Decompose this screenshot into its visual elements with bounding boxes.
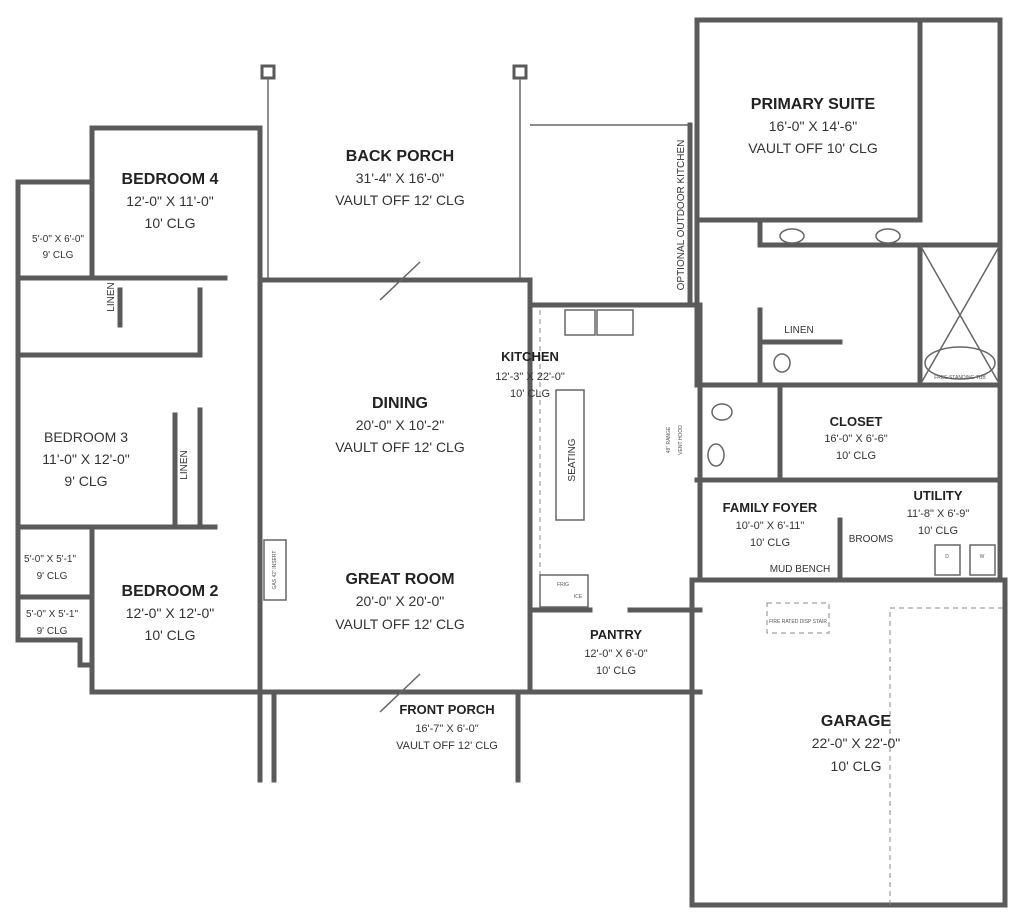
closet-ceiling: 10' CLG (836, 450, 876, 462)
washer-label: W (980, 554, 985, 560)
front-porch-size: 16'-7" X 6'-0" (415, 723, 478, 735)
bed2-closet-ceiling: 9' CLG (37, 626, 68, 637)
bedroom4-ceiling: 10' CLG (145, 215, 196, 231)
dryer-label: D (945, 554, 949, 560)
bedroom4-size: 12'-0" X 11'-0" (126, 193, 213, 209)
great-room-name: GREAT ROOM (345, 571, 454, 588)
tub-label: FREE STANDING TUB (934, 375, 986, 381)
bed3-closet-size: 5'-0" X 5'-1" (24, 554, 77, 565)
bedroom4-name: BEDROOM 4 (122, 171, 219, 188)
fireplace-label: GAS 42" INSERT (272, 551, 278, 590)
primary-suite-size: 16'-0" X 14'-6" (769, 118, 857, 134)
great-room-size: 20'-0" X 20'-0" (356, 593, 444, 609)
back-porch-size: 31'-4" X 16'-0" (356, 170, 444, 186)
primary-suite-name: PRIMARY SUITE (751, 96, 876, 113)
back-porch-ceiling: VAULT OFF 12' CLG (335, 192, 465, 208)
range-label: 48" RANGE (666, 426, 672, 453)
great-room-ceiling: VAULT OFF 12' CLG (335, 616, 465, 632)
utility-ceiling: 10' CLG (918, 525, 958, 537)
hall-linen: LINEN (179, 450, 190, 479)
mud-bench-label: MUD BENCH (770, 564, 831, 575)
bedroom2-name: BEDROOM 2 (122, 583, 219, 600)
primary-suite-ceiling: VAULT OFF 10' CLG (748, 140, 878, 156)
walls (15, 17, 1008, 908)
garage-ceiling: 10' CLG (831, 758, 882, 774)
utility-size: 11'-8" X 6'-9" (907, 508, 970, 520)
stair-label: FIRE RATED DISP STAIR (769, 619, 827, 625)
hall-bath-linen: LINEN (106, 282, 117, 311)
front-porch-ceiling: VAULT OFF 12' CLG (396, 740, 498, 752)
bedroom3-size: 11'-0" X 12'-0" (42, 451, 129, 467)
pantry-ceiling: 10' CLG (596, 665, 636, 677)
garage-name: GARAGE (821, 713, 892, 730)
closet-size: 16'-0" X 6'-6" (824, 433, 887, 445)
bed3-closet-ceiling: 9' CLG (37, 571, 68, 582)
bedroom2-ceiling: 10' CLG (145, 627, 196, 643)
seating-label: SEATING (567, 438, 578, 481)
garage-size: 22'-0" X 22'-0" (812, 735, 900, 751)
ice-label: ICE (574, 594, 583, 600)
brooms-label: BROOMS (849, 534, 894, 545)
bedroom3-ceiling: 9' CLG (64, 473, 107, 489)
family-foyer-size: 10'-0" X 6'-11" (736, 520, 805, 532)
closet-name: CLOSET (830, 414, 883, 429)
primary-linen: LINEN (784, 325, 813, 336)
bedroom3-name: BEDROOM 3 (44, 429, 128, 445)
kitchen-ceiling: 10' CLG (510, 388, 550, 400)
back-porch-name: BACK PORCH (346, 148, 454, 165)
bed4-closet-ceiling: 9' CLG (43, 250, 74, 261)
outdoor-kitchen-label: OPTIONAL OUTDOOR KITCHEN (676, 140, 687, 291)
frig-label: FRIG (557, 582, 569, 588)
kitchen-size: 12'-3" X 22'-0" (495, 371, 565, 383)
pantry-size: 12'-0" X 6'-0" (584, 648, 647, 660)
dining-name: DINING (372, 395, 428, 412)
family-foyer-name: FAMILY FOYER (723, 500, 818, 515)
pantry-name: PANTRY (590, 627, 642, 642)
kitchen-name: KITCHEN (501, 349, 559, 364)
dining-size: 20'-0" X 10'-2" (356, 417, 444, 433)
dining-ceiling: VAULT OFF 12' CLG (335, 439, 465, 455)
bedroom2-size: 12'-0" X 12'-0" (126, 605, 214, 621)
utility-name: UTILITY (913, 488, 962, 503)
bed2-closet-size: 5'-0" X 5'-1" (26, 609, 79, 620)
family-foyer-ceiling: 10' CLG (750, 537, 790, 549)
vent-hood-label: VENT HOOD (678, 425, 684, 455)
front-porch-name: FRONT PORCH (399, 702, 494, 717)
bed4-closet-size: 5'-0" X 6'-0" (32, 234, 85, 245)
